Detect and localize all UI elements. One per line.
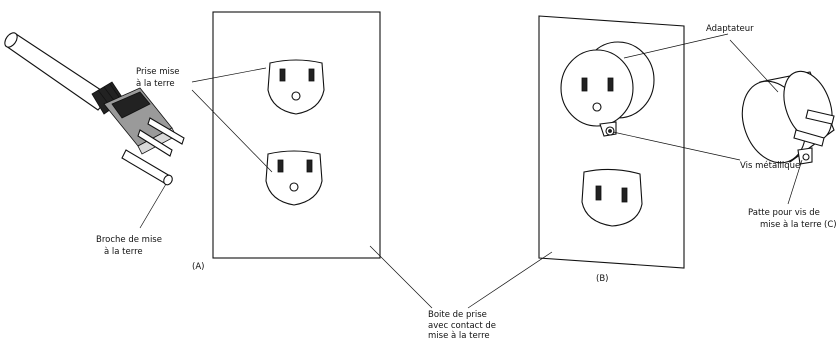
grounded-plug-illustration [4, 32, 185, 186]
label-prise-mise-line2: à la terre [136, 79, 175, 89]
label-patte-line1: Patte pour vis de [748, 208, 820, 218]
label-vis-metallique: Vis métallique [740, 160, 800, 171]
adapter-c [741, 70, 835, 165]
label-patte-line2: mise à la terre [760, 220, 822, 230]
label-broche-line1: Broche de mise [96, 235, 162, 245]
label-boite-line1: Boite de prise [428, 310, 487, 320]
outlet-plate-b [538, 15, 685, 269]
leader-lines [139, 33, 803, 309]
panel-label-a: (A) [192, 262, 204, 272]
label-prise-mise-line1: Prise mise [136, 67, 180, 77]
panel-label-c: (C) [824, 220, 837, 230]
label-adaptateur: Adaptateur [706, 24, 754, 34]
panel-label-b: (B) [596, 274, 608, 284]
label-broche-line2: à la terre [104, 247, 143, 257]
label-boite-line2: avec contact de [428, 321, 496, 331]
outlet-plate-a [212, 11, 381, 259]
label-boite-line3: mise à la terre [428, 331, 490, 339]
